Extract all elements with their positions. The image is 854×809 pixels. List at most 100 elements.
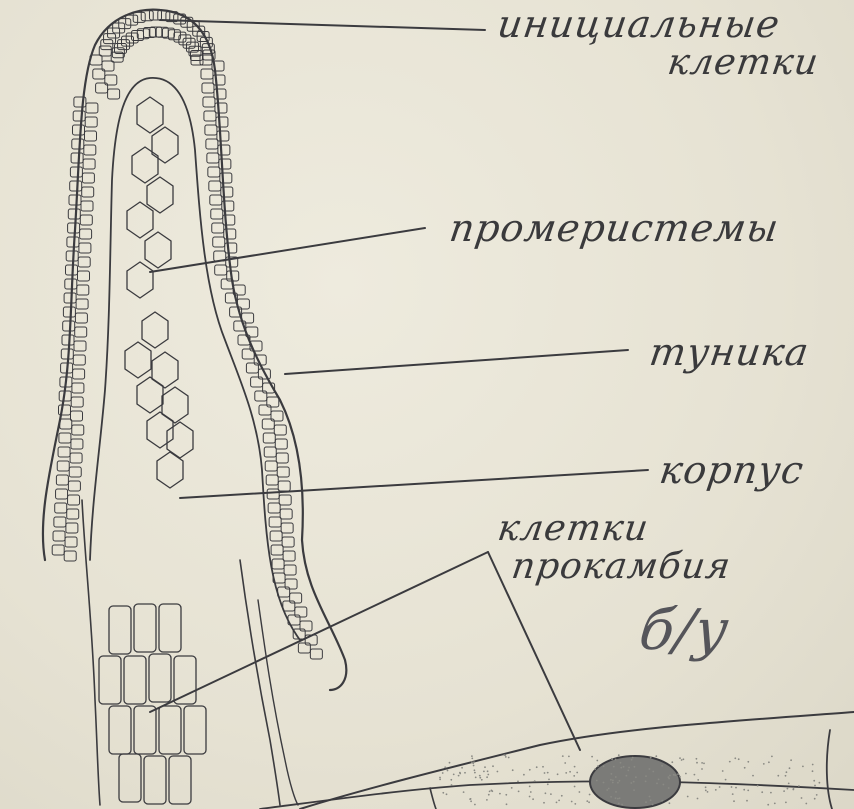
tunica-cell <box>72 383 84 393</box>
stipple-dot <box>715 789 717 791</box>
tunica-cell <box>213 237 225 247</box>
stipple-dot <box>459 772 461 774</box>
stipple-dot <box>812 770 814 772</box>
tunica-cell <box>69 195 81 205</box>
stipple-dot <box>573 775 575 777</box>
tunica-cell <box>216 117 228 127</box>
stipple-dot <box>611 758 613 760</box>
tunica-cell <box>263 433 275 443</box>
tunica-cell <box>70 167 82 177</box>
stipple-dot <box>608 788 610 790</box>
tunica-cell <box>75 327 87 337</box>
corpus-cell <box>145 232 171 268</box>
tunica-cell <box>271 545 283 555</box>
procambium-cell <box>149 654 171 702</box>
stipple-dot <box>450 779 452 781</box>
tunica-cell <box>215 265 227 275</box>
large-cell-outline <box>300 712 854 809</box>
stipple-dot <box>574 803 576 805</box>
tunica-cell <box>58 447 70 457</box>
tunica-cell <box>201 69 213 79</box>
stipple-dot <box>439 779 441 781</box>
tunica-cell <box>75 313 87 323</box>
stipple-dot <box>517 781 519 783</box>
tunica-cell <box>62 335 74 345</box>
corpus-cell <box>152 127 178 163</box>
stipple-dot <box>786 771 788 773</box>
stipple-dot <box>574 786 576 788</box>
corpus-cell <box>147 177 173 213</box>
stipple-dot <box>631 759 633 761</box>
stipple-dot <box>594 768 596 770</box>
tunica-cell <box>74 341 86 351</box>
tunica-cell <box>73 125 85 135</box>
tunica-cell <box>274 425 286 435</box>
stipple-dot <box>798 785 800 787</box>
stipple-dot <box>557 773 559 775</box>
tunica-cell <box>275 439 287 449</box>
stipple-dot <box>447 770 449 772</box>
right-strand-inner <box>258 600 298 805</box>
stipple-dot <box>746 800 748 802</box>
stipple-dot <box>618 754 620 756</box>
tunica-cell <box>77 285 89 295</box>
stipple-dot <box>722 770 724 772</box>
stipple-dot <box>550 793 552 795</box>
stipple-dot <box>615 759 617 761</box>
stipple-dot <box>518 791 520 793</box>
stipple-dot <box>777 775 779 777</box>
tunica-cell <box>277 467 289 477</box>
stipple-dot <box>479 775 481 777</box>
tunica-cell <box>205 125 217 135</box>
tunica-cell <box>73 355 85 365</box>
stipple-dot <box>744 767 746 769</box>
tunica-cell <box>78 257 90 267</box>
stipple-dot <box>569 771 571 773</box>
stipple-dot <box>652 771 654 773</box>
tunica-cell <box>60 419 72 429</box>
stipple-dot <box>669 802 671 804</box>
stipple-dot <box>589 794 591 796</box>
stipple-dot <box>645 775 647 777</box>
stipple-dot <box>621 804 623 806</box>
tunica-cell <box>206 139 218 149</box>
stipple-dot <box>610 796 612 798</box>
corpus-cells <box>125 97 193 488</box>
procambium-cell <box>109 706 131 754</box>
stipple-dot <box>547 772 549 774</box>
stipple-dot <box>697 798 699 800</box>
stipple-dot <box>679 776 681 778</box>
stipple-dot <box>612 782 614 784</box>
stipple-dot <box>623 766 625 768</box>
corpus-cell <box>125 342 151 378</box>
tunica-cell <box>64 293 76 303</box>
stipple-dot <box>619 780 621 782</box>
stipple-dot <box>474 769 476 771</box>
stipple-dot <box>633 781 635 783</box>
procambium-cell <box>184 706 206 754</box>
stipple-dot <box>687 796 689 798</box>
stipple-dot <box>812 764 814 766</box>
stipple-dot <box>492 765 494 767</box>
stipple-dot <box>731 786 733 788</box>
tunica-cells <box>52 10 322 659</box>
tunica-cell <box>267 489 279 499</box>
tunica-cell <box>217 131 229 141</box>
stipple-dot <box>649 796 651 798</box>
stipple-dot <box>597 765 599 767</box>
stipple-dot <box>774 803 776 805</box>
stipple-dot <box>674 774 676 776</box>
stipple-dot <box>588 801 590 803</box>
stipple-dot <box>442 772 444 774</box>
stipple-dot <box>486 799 488 801</box>
stipple-dot <box>816 794 818 796</box>
stipple-dot <box>451 784 453 786</box>
tunica-cell <box>81 201 93 211</box>
tunica-cell <box>53 531 65 541</box>
tunica-cell <box>71 439 83 449</box>
stipple-dot <box>442 792 444 794</box>
tunica-cell <box>276 453 288 463</box>
tunica-cell <box>83 159 95 169</box>
stipple-dot <box>683 758 685 760</box>
tunica-cell <box>64 551 76 561</box>
